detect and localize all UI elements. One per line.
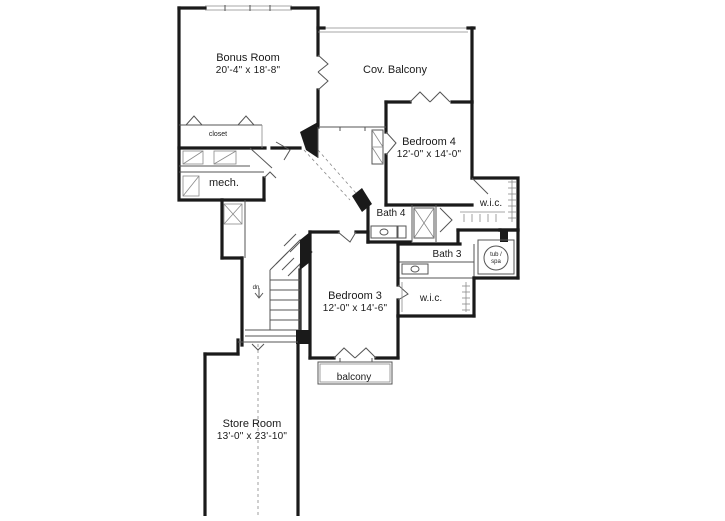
bonus-room-label: Bonus Room 20'-4" x 18'-8" [196, 52, 300, 76]
balcony-label: balcony [326, 372, 382, 384]
bath-3-label: Bath 3 [426, 249, 468, 261]
wic-3-name: w.i.c. [419, 293, 443, 304]
bonus-room-dimensions: 20'-4" x 18'-8" [215, 64, 281, 76]
closet-name: closet [208, 131, 228, 138]
bedroom-4-label: Bedroom 4 12'-0" x 14'-0" [386, 136, 472, 160]
mech-room-walls [179, 141, 291, 202]
store-room-name: Store Room [222, 418, 282, 430]
wic-4-label: w.i.c. [474, 198, 508, 210]
bath-4-name: Bath 4 [376, 208, 406, 219]
mech-name: mech. [209, 177, 239, 189]
tub-spa-name: tub / spa [490, 252, 502, 265]
bonus-room-name: Bonus Room [216, 52, 280, 64]
cov-balcony-walls [316, 26, 476, 104]
balcony-walls [317, 358, 393, 385]
bath-3-name: Bath 3 [432, 249, 462, 260]
bedroom-4-walls [320, 91, 474, 207]
bath-4-label: Bath 4 [372, 208, 410, 220]
cov-balcony-label: Cov. Balcony [348, 64, 442, 77]
store-room-label: Store Room 13'-0" x 23'-10" [206, 418, 298, 442]
bedroom-4-dimensions: 12'-0" x 14'-0" [396, 148, 462, 160]
bedroom-3-dimensions: 12'-0" x 14'-6" [322, 302, 388, 314]
bedroom-3-name: Bedroom 3 [328, 290, 382, 302]
mech-label: mech. [203, 177, 245, 190]
store-room-walls [203, 338, 300, 518]
tub-spa-label: tub / spa [486, 252, 506, 265]
closet-label: closet [198, 131, 238, 139]
bedroom-4-name: Bedroom 4 [402, 136, 456, 148]
wic-4-name: w.i.c. [479, 198, 503, 209]
store-room-dimensions: 13'-0" x 23'-10" [216, 430, 288, 442]
cov-balcony-name: Cov. Balcony [363, 64, 427, 76]
hall-walls [220, 198, 302, 347]
balcony-name: balcony [336, 372, 372, 383]
bedroom-3-label: Bedroom 3 12'-0" x 14'-6" [314, 290, 396, 314]
stair-direction-label: dn [249, 285, 263, 292]
wic-3-label: w.i.c. [414, 293, 448, 305]
bonus-room-walls [177, 5, 329, 202]
stair-direction-text: dn [252, 285, 260, 291]
